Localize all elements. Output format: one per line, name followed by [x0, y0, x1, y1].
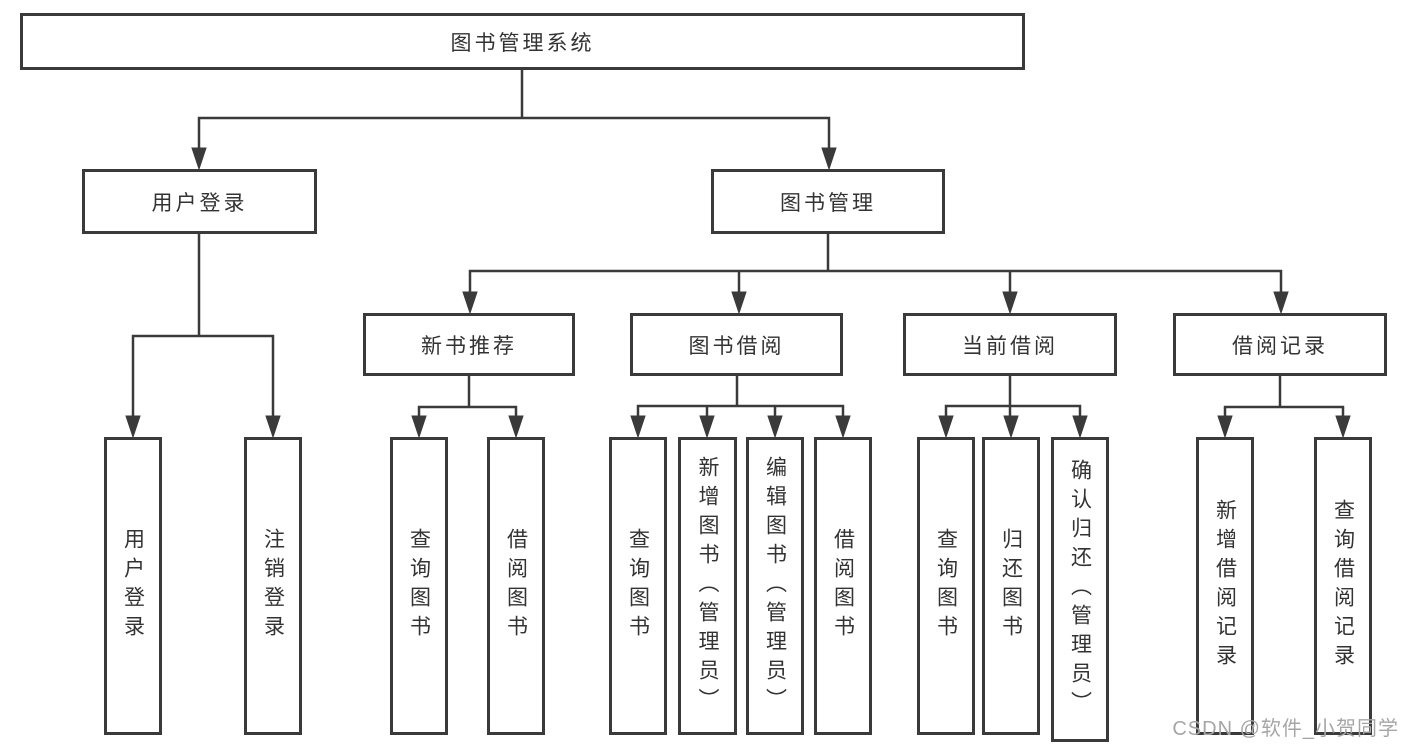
- arrow-leaf-borrow-edit: [767, 415, 783, 439]
- connector-userlogin-rail: [131, 334, 275, 419]
- leaf-edit-books-admin-label: 编辑图书（管理员）: [763, 455, 787, 717]
- leaf-confirm-return-admin-label: 确认归还（管理员）: [1068, 459, 1092, 720]
- leaf-return-books-label: 归还图书: [999, 528, 1023, 644]
- arrow-leaf-current-query: [938, 415, 954, 439]
- leaf-recommend-query-books-label: 查询图书: [407, 528, 431, 644]
- leaf-edit-books-admin: 编辑图书（管理员）: [746, 437, 804, 735]
- arrow-leaf-recommend-borrow: [508, 415, 524, 439]
- arrow-records: [1273, 291, 1289, 315]
- leaf-confirm-return-admin: 确认归还（管理员）: [1051, 437, 1109, 742]
- arrow-borrow: [731, 291, 747, 315]
- leaf-recommend-borrow-books: 借阅图书: [487, 437, 545, 735]
- leaf-borrow-query-books-label: 查询图书: [626, 528, 650, 644]
- node-current-borrow-label: 当前借阅: [962, 334, 1058, 358]
- arrow-leaf-records-add: [1217, 415, 1233, 439]
- arrow-leaf-current-return: [1003, 415, 1019, 439]
- node-system-root-label: 图书管理系统: [450, 31, 595, 55]
- leaf-current-query-books-label: 查询图书: [934, 528, 958, 644]
- leaf-logout: 注销登录: [244, 437, 302, 735]
- node-book-management-label: 图书管理: [780, 191, 876, 215]
- arrow-leaf-borrow-add: [699, 415, 715, 439]
- arrow-leaf-login: [125, 415, 141, 439]
- arrow-leaf-recommend-query: [411, 415, 427, 439]
- leaf-current-query-books: 查询图书: [917, 437, 975, 735]
- leaf-recommend-borrow-books-label: 借阅图书: [504, 528, 528, 644]
- leaf-recommend-query-books: 查询图书: [390, 437, 448, 735]
- connector-current-rail: [944, 404, 1082, 419]
- leaf-add-borrow-record-label: 新增借阅记录: [1213, 499, 1237, 673]
- connector-records-rail: [1223, 405, 1345, 419]
- leaf-add-books-admin-label: 新增图书（管理员）: [696, 455, 719, 717]
- arrow-leaf-records-query: [1335, 415, 1351, 439]
- arrow-recommend: [462, 291, 478, 315]
- leaf-user-login-label: 用户登录: [121, 528, 145, 644]
- node-system-root: 图书管理系统: [20, 13, 1025, 70]
- arrow-leaf-borrow-borrow: [835, 415, 851, 439]
- node-current-borrow: 当前借阅: [903, 313, 1117, 376]
- node-borrow-records-label: 借阅记录: [1232, 334, 1328, 358]
- node-new-book-recommend: 新书推荐: [363, 313, 575, 376]
- leaf-query-borrow-record: 查询借阅记录: [1314, 437, 1372, 735]
- arrow-leaf-current-confirm: [1072, 415, 1088, 439]
- arrowheads: [125, 147, 1351, 439]
- arrow-book-management: [821, 147, 837, 171]
- node-user-login: 用户登录: [82, 169, 317, 234]
- leaf-query-borrow-record-label: 查询借阅记录: [1331, 499, 1355, 673]
- arrow-leaf-logout: [265, 415, 281, 439]
- leaf-logout-label: 注销登录: [261, 528, 285, 644]
- connector-recommend-rail: [417, 405, 518, 419]
- node-borrow-records: 借阅记录: [1173, 313, 1387, 376]
- arrow-current: [1002, 291, 1018, 315]
- leaf-borrow-books: 借阅图书: [814, 437, 872, 735]
- arrow-user-login: [191, 147, 207, 171]
- leaf-add-borrow-record: 新增借阅记录: [1196, 437, 1254, 735]
- node-book-borrow: 图书借阅: [630, 313, 843, 376]
- node-book-management: 图书管理: [711, 169, 945, 234]
- leaf-add-books-admin: 新增图书（管理员）: [678, 437, 737, 735]
- node-user-login-label: 用户登录: [151, 191, 248, 215]
- csdn-watermark: CSDN @软件_小贺同学: [1172, 718, 1399, 740]
- node-book-borrow-label: 图书借阅: [688, 334, 785, 358]
- connector-level2-rail: [197, 116, 831, 151]
- leaf-borrow-query-books: 查询图书: [609, 437, 667, 735]
- node-new-book-recommend-label: 新书推荐: [421, 334, 517, 358]
- leaf-borrow-books-label: 借阅图书: [831, 528, 855, 644]
- leaf-user-login: 用户登录: [104, 437, 162, 735]
- leaf-return-books: 归还图书: [982, 437, 1040, 735]
- connector-borrow-rail: [636, 404, 845, 419]
- connector-level3-rail: [468, 269, 1283, 295]
- arrow-leaf-borrow-query: [630, 415, 646, 439]
